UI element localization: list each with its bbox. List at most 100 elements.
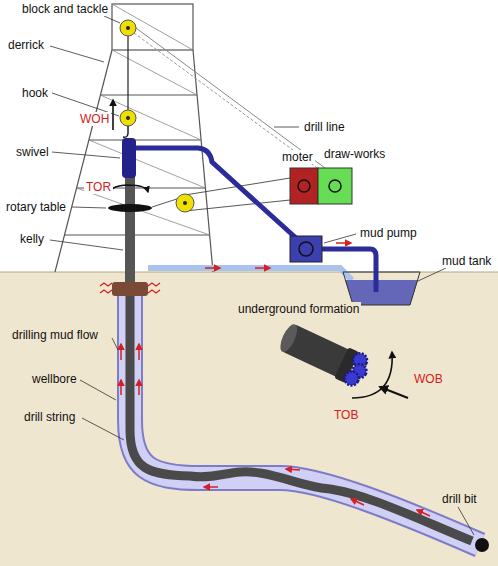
part-label: wellbore <box>30 372 79 386</box>
leader-line <box>418 268 446 281</box>
force-label: TOB <box>332 408 360 422</box>
mud-flow-arrows <box>286 469 300 470</box>
leader-line <box>80 380 116 400</box>
part-label: mud pump <box>358 226 419 240</box>
mud-flow-arrows <box>138 344 140 360</box>
force-label: TOR <box>84 180 113 194</box>
part-label: drill bit <box>440 492 479 506</box>
part-label: drill line <box>302 120 347 134</box>
mud-pump <box>290 236 322 262</box>
kelly <box>125 176 135 284</box>
drill-bit <box>475 538 489 552</box>
derrick <box>112 4 193 50</box>
swivel <box>122 138 136 178</box>
derrick <box>77 188 210 235</box>
block-and-tackle <box>120 20 136 36</box>
leader-line <box>52 152 120 158</box>
derrick <box>89 139 201 140</box>
part-label: draw-works <box>322 147 387 161</box>
mud-flow-arrows <box>120 380 122 395</box>
tob-arrow <box>352 352 392 398</box>
block-and-tackle <box>126 26 130 30</box>
drill-string <box>130 284 472 541</box>
wellhead <box>100 282 160 296</box>
part-label: drill string <box>22 410 77 424</box>
derrick <box>100 95 201 140</box>
mud-flow-arrows <box>204 486 218 488</box>
bit-inset <box>342 369 361 388</box>
suction-pipe <box>322 249 376 292</box>
block-and-tackle <box>120 110 136 126</box>
part-label: kelly <box>18 232 46 246</box>
draw-works <box>318 168 352 204</box>
part-label: swivel <box>14 145 51 159</box>
bit-inset <box>277 322 301 354</box>
leader-line <box>458 507 474 535</box>
part-label: rotary table <box>4 200 68 214</box>
motor <box>290 168 318 204</box>
part-label: underground formation <box>236 302 361 316</box>
leader-line <box>72 207 106 208</box>
tor-arrow <box>112 185 148 192</box>
ground <box>0 272 498 273</box>
draw-works <box>329 180 341 192</box>
derrick <box>77 4 210 235</box>
leader-line <box>324 234 356 243</box>
mud-flow-arrows <box>138 380 140 395</box>
return-pipe <box>148 268 352 280</box>
wellhead <box>100 283 160 293</box>
rotary-pulley <box>183 201 187 205</box>
ground <box>0 272 498 566</box>
mud-flow-arrows <box>120 344 122 360</box>
draw-works <box>318 168 352 204</box>
leader-line <box>104 16 120 23</box>
leader-line <box>112 338 118 350</box>
derrick <box>55 50 112 272</box>
rotary-pulley <box>176 194 194 212</box>
leader-line <box>50 240 123 250</box>
part-label: derrick <box>6 38 46 52</box>
mud-flow-arrows <box>417 510 430 516</box>
wellbore <box>130 290 480 545</box>
return-pipe <box>255 267 270 269</box>
mud-flow-arrows <box>121 344 430 516</box>
mud-tank <box>343 272 420 305</box>
return-pipe <box>205 267 220 269</box>
derrick <box>112 50 197 95</box>
wob-arrow <box>380 387 408 398</box>
mud-pump <box>299 242 313 256</box>
return-pipe <box>148 268 352 280</box>
ground <box>0 272 498 566</box>
force-label: WOB <box>412 372 445 386</box>
drill-bit <box>475 538 489 552</box>
rotary-table <box>108 204 152 212</box>
mud-tank <box>343 272 420 305</box>
motor <box>290 168 318 204</box>
part-label: hook <box>20 86 50 100</box>
flow-arrow <box>336 242 351 244</box>
block-and-tackle <box>126 116 130 120</box>
part-label: drilling mud flow <box>10 328 100 342</box>
leader-line <box>50 16 474 535</box>
part-label: moter <box>280 150 315 164</box>
derrick <box>100 94 197 95</box>
block-and-tackle <box>120 20 136 137</box>
leader-line <box>50 46 104 62</box>
rotary-pulley <box>176 194 194 212</box>
woh-arrow <box>112 100 114 130</box>
motor <box>298 180 310 192</box>
motor-belts <box>152 178 290 211</box>
force-label: WOH <box>78 112 111 126</box>
block-and-tackle <box>123 126 128 137</box>
wellbore <box>130 290 480 545</box>
part-label: mud tank <box>440 254 493 268</box>
leader-line <box>274 127 299 128</box>
leader-line <box>82 418 124 440</box>
block-and-tackle <box>127 36 128 110</box>
part-label: block and tackle <box>20 2 110 16</box>
mud-flow-arrows <box>351 499 364 505</box>
bit-inset <box>276 320 373 389</box>
